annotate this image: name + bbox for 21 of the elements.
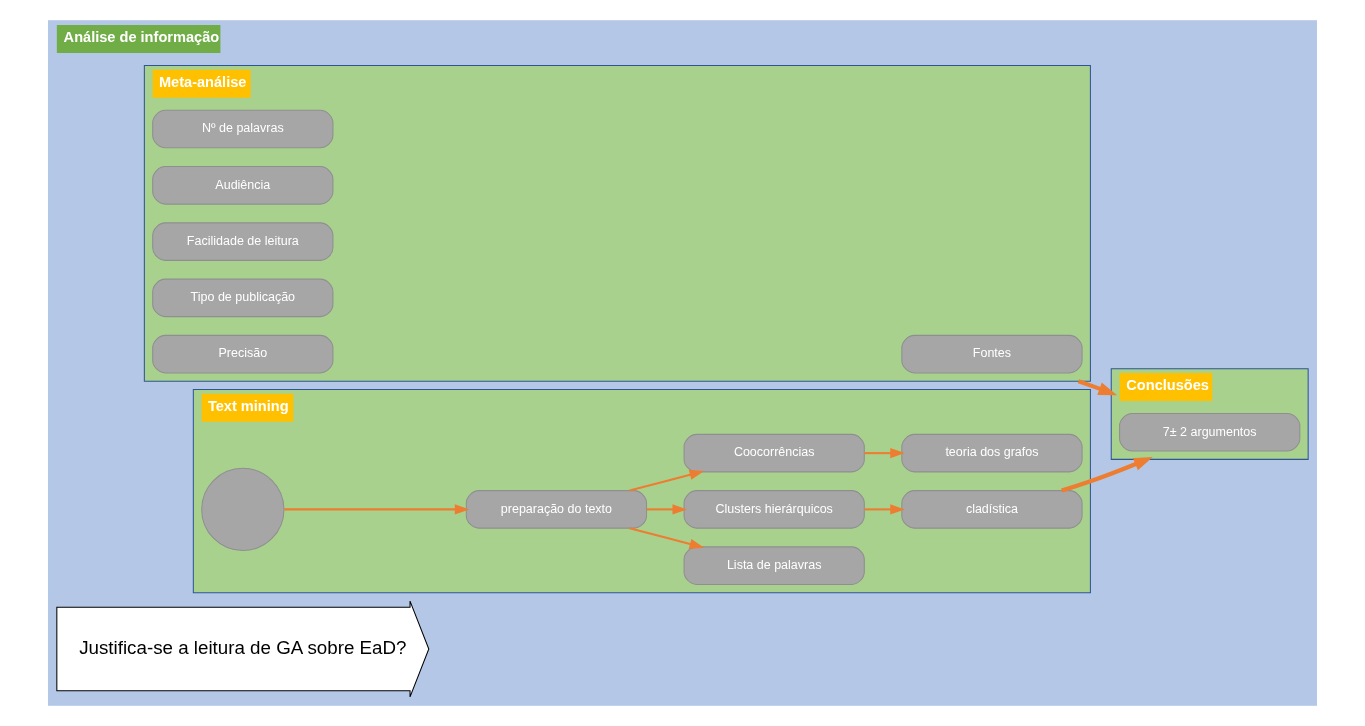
arrow [1077,379,1118,396]
node-box: 7± 2 argumentos [1119,413,1301,452]
node-box: Tipo de publicação [152,278,334,318]
node-box: Coocorrências [683,433,865,473]
node-box: Fontes [901,334,1083,374]
node-box: Facilidade de leitura [152,222,334,261]
arrow [864,448,905,459]
arrow [864,504,905,515]
node-box: Clusters hierárquicos [683,490,865,529]
arrow [646,504,688,515]
arrow [629,469,705,492]
node-box: Nº de palavras [152,109,334,149]
arrow [284,504,470,515]
node-box: Audiência [152,166,334,205]
node-box: cladística [901,490,1083,529]
node-circle [201,467,285,552]
node-box: preparação do texto [465,490,648,529]
node-box: Lista de palavras [683,546,865,585]
node-box: teoria dos grafos [901,433,1083,473]
arrow [629,527,705,549]
node-box: Precisão [152,334,334,374]
